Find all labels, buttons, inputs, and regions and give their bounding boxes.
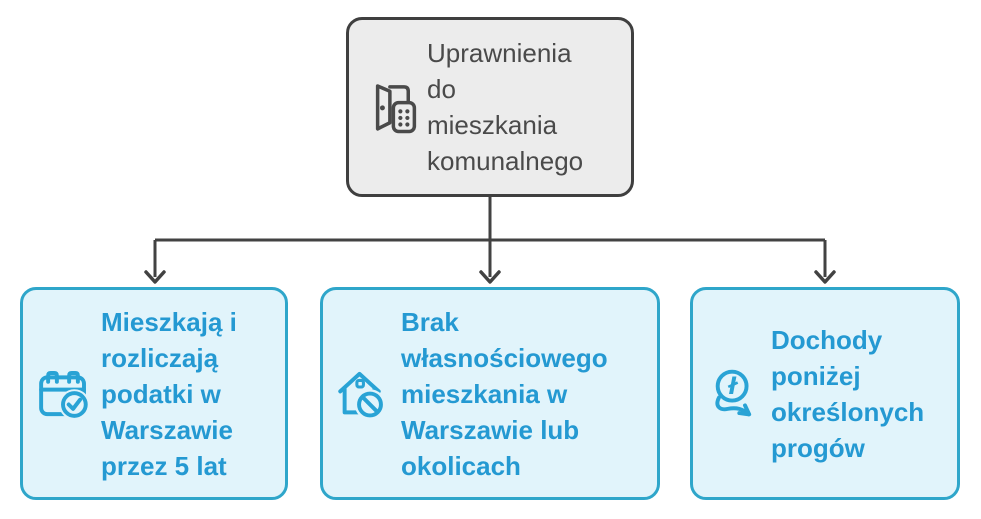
condition-node-income-thresholds: ł Dochody poniżej określonych progów bbox=[690, 287, 960, 500]
condition-node-no-owned-apartment: Brak własnościowego mieszkania w Warszaw… bbox=[320, 287, 660, 500]
condition-node-residency-taxes: Mieszkają i rozliczają podatki w Warszaw… bbox=[20, 287, 288, 500]
calendar-check-icon bbox=[35, 366, 91, 422]
door-entry-icon bbox=[361, 79, 417, 135]
arrowhead-middle bbox=[479, 270, 501, 284]
income-below-threshold-icon: ł bbox=[705, 366, 761, 422]
arrowhead-right bbox=[814, 270, 836, 284]
svg-text:ł: ł bbox=[727, 374, 739, 400]
condition-node-label: Dochody poniżej określonych progów bbox=[771, 324, 925, 463]
condition-node-label: Mieszkają i rozliczają podatki w Warszaw… bbox=[101, 306, 237, 481]
arrowhead-left bbox=[144, 270, 166, 284]
root-node-label: Uprawnienia do mieszkania komunalnego bbox=[427, 38, 584, 176]
root-node-uprawnienia: Uprawnienia do mieszkania komunalnego bbox=[346, 17, 634, 197]
condition-node-label: Brak własnościowego mieszkania w Warszaw… bbox=[401, 306, 608, 481]
house-prohibited-icon bbox=[335, 366, 391, 422]
